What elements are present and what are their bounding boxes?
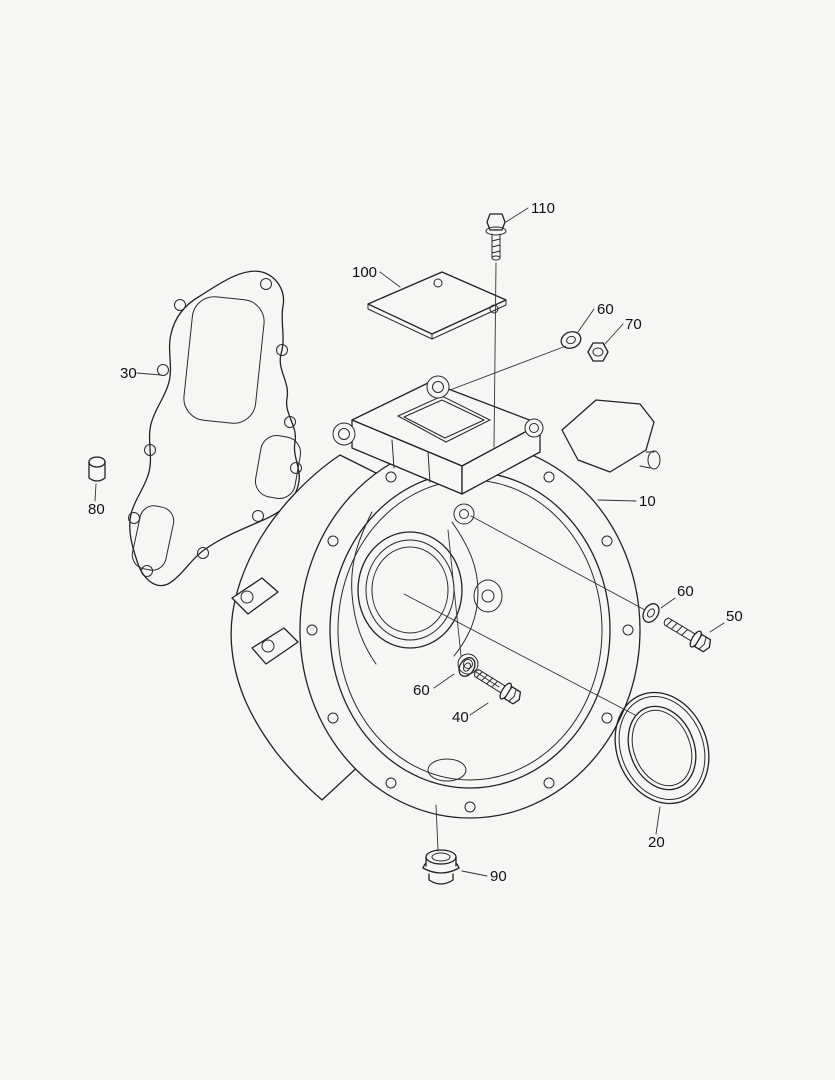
leader-80 <box>94 483 97 502</box>
callout-label-70: 70 <box>625 316 642 333</box>
part-washer-60-top <box>560 331 582 349</box>
part-nut-70 <box>587 342 609 362</box>
part-gasket-30 <box>128 270 302 587</box>
axis-bolt-40 <box>472 669 500 688</box>
housing-bottom-port <box>427 758 467 782</box>
axis-stud-60-70 <box>449 345 567 391</box>
callout-label-80: 80 <box>88 501 105 518</box>
part-seal-20 <box>614 691 710 805</box>
part-cover-plate-100 <box>367 271 507 340</box>
callout-label-100: 100 <box>352 264 377 281</box>
part-washer-60-right <box>642 603 660 623</box>
axis-plug-90 <box>435 804 439 852</box>
gasket-bolt-holes <box>128 278 302 577</box>
callout-label-30: 30 <box>120 365 137 382</box>
callout-label-40: 40 <box>452 709 469 726</box>
leader-100 <box>379 271 401 288</box>
leader-60-top <box>577 308 595 333</box>
part-housing-10 <box>230 375 661 819</box>
axis-seal-20 <box>403 593 636 716</box>
part-bolt-50 <box>663 617 712 653</box>
rim-bolt-holes <box>306 471 634 813</box>
axis-bolt-50 <box>470 515 646 611</box>
leader-60-bottom <box>433 673 455 689</box>
leader-50 <box>709 622 725 633</box>
leader-30 <box>136 372 162 376</box>
axis-bolt-110 <box>493 262 497 448</box>
callout-label-10: 10 <box>639 493 656 510</box>
callout-labels: 110 100 60 70 30 80 10 60 50 60 40 20 90 <box>88 200 743 885</box>
callout-label-50: 50 <box>726 608 743 625</box>
callout-label-90: 90 <box>490 868 507 885</box>
leader-90 <box>461 870 488 877</box>
part-bolt-110 <box>485 213 507 261</box>
leader-40 <box>469 702 489 716</box>
callout-label-110: 110 <box>531 200 555 217</box>
callout-label-20: 20 <box>648 834 665 851</box>
callout-label-60-right: 60 <box>677 583 694 600</box>
leader-20 <box>655 806 661 835</box>
part-washer-60-bottom <box>458 657 476 677</box>
callout-label-60-top: 60 <box>597 301 614 318</box>
housing-top-bracket <box>332 375 544 495</box>
leader-10 <box>597 499 637 502</box>
callout-label-60-bottom: 60 <box>413 682 430 699</box>
leader-110 <box>505 207 529 223</box>
leader-lines <box>94 207 725 877</box>
leader-60-right <box>660 597 676 609</box>
part-pin-80 <box>88 456 106 482</box>
part-plug-90 <box>422 849 460 885</box>
leader-70 <box>603 323 624 346</box>
axis-hole-40 <box>447 529 462 657</box>
